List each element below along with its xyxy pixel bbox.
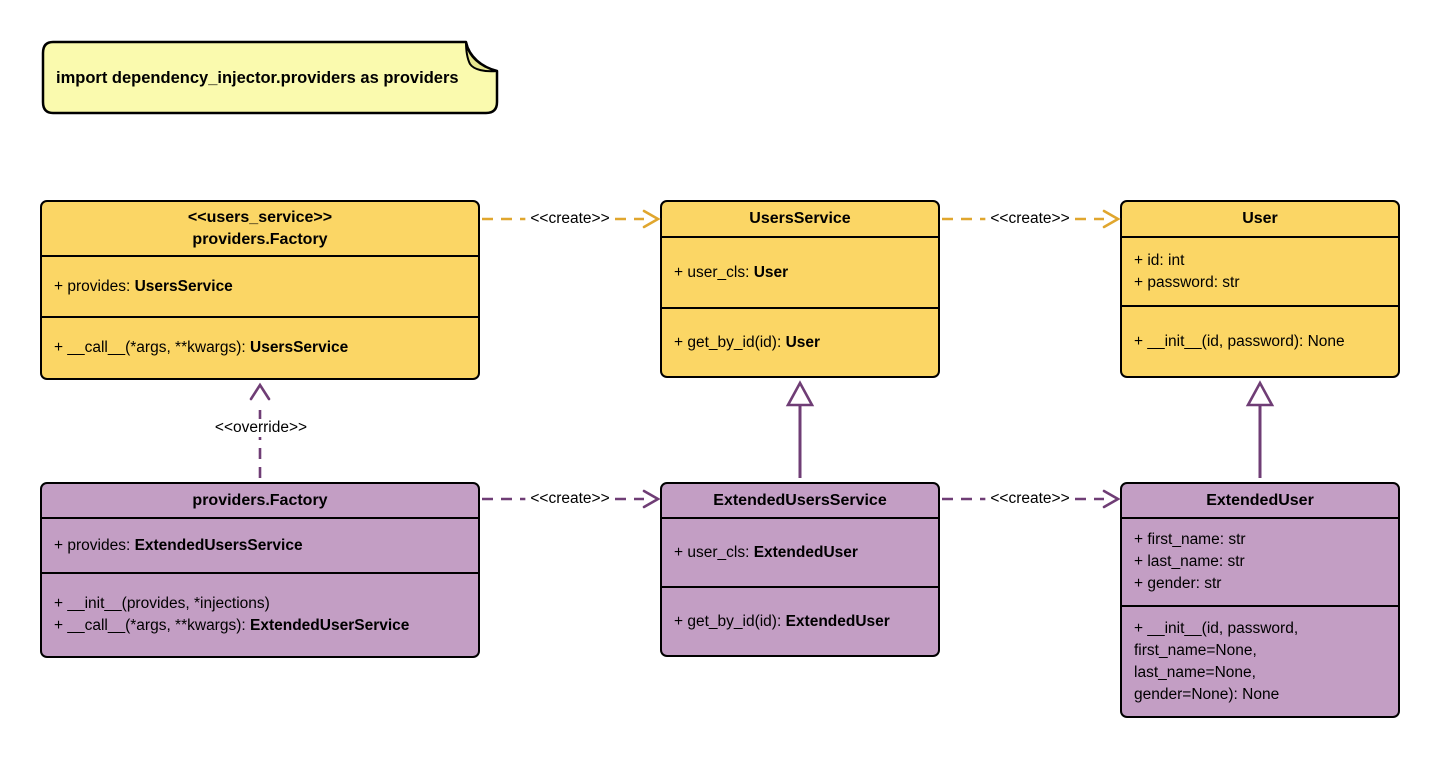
- class-header: <<users_service>> providers.Factory: [42, 202, 478, 257]
- method-line: + __init__(id, password): None: [1134, 331, 1388, 353]
- attribute-text: + user_cls:: [674, 263, 754, 281]
- attribute-line: + last_name: str: [1134, 551, 1388, 573]
- class-methods: + get_by_id(id): User: [662, 309, 938, 376]
- class-name: ExtendedUser: [1206, 491, 1314, 509]
- note-text: import dependency_injector.providers as …: [56, 68, 459, 87]
- attribute-line: + password: str: [1134, 272, 1388, 294]
- method-line: + get_by_id(id): ExtendedUser: [674, 611, 928, 633]
- method-text: + __init__(provides, *injections): [54, 595, 270, 612]
- class-header: providers.Factory: [42, 484, 478, 519]
- method-text: + __init__(id, password,: [1134, 619, 1299, 637]
- attribute-text: + provides:: [54, 536, 135, 554]
- note-shape: [41, 40, 499, 115]
- method-text: + __call__(*args, **kwargs):: [54, 339, 250, 356]
- attribute-text: + user_cls:: [674, 543, 754, 561]
- method-line: + __call__(*args, **kwargs): UsersServic…: [54, 337, 468, 359]
- attribute-line: + id: int: [1134, 250, 1388, 272]
- class-box-users-service-factory: <<users_service>> providers.Factory + pr…: [40, 200, 480, 380]
- attribute-text: + provides:: [54, 277, 135, 295]
- class-box-extended-user: ExtendedUser + first_name: str + last_na…: [1120, 482, 1400, 718]
- class-header: ExtendedUser: [1122, 484, 1398, 519]
- method-text: gender=None): None: [1134, 685, 1280, 703]
- method-line: + __init__(id, password,: [1134, 618, 1388, 640]
- attribute-text: + id: int: [1134, 251, 1185, 269]
- method-line: + __call__(*args, **kwargs): ExtendedUse…: [54, 615, 468, 637]
- class-stereotype: <<users_service>>: [187, 208, 333, 226]
- create-arrowhead-2-icon: [1102, 209, 1121, 229]
- attribute-line: + provides: UsersService: [54, 276, 468, 298]
- attribute-line: + gender: str: [1134, 573, 1388, 595]
- override-arrowhead-icon: [249, 382, 271, 401]
- class-header: ExtendedUsersService: [662, 484, 938, 519]
- class-name: ExtendedUsersService: [713, 491, 887, 509]
- method-text: last_name=None,: [1134, 663, 1256, 681]
- class-name: UsersService: [749, 210, 851, 227]
- create-label-2: <<create>>: [985, 210, 1075, 228]
- class-header: UsersService: [662, 202, 938, 238]
- attribute-text: + gender: str: [1134, 575, 1222, 592]
- class-box-extended-factory: providers.Factory + provides: ExtendedUs…: [40, 482, 480, 658]
- attribute-type: ExtendedUser: [753, 543, 858, 561]
- create-arrowhead-3-icon: [642, 489, 661, 509]
- method-text: first_name=None,: [1134, 641, 1257, 659]
- inheritance-triangle-2-icon: [1245, 380, 1275, 407]
- class-methods: + __init__(id, password, first_name=None…: [1122, 607, 1398, 716]
- method-line: + __init__(provides, *injections): [54, 593, 468, 615]
- inheritance-triangle-1-icon: [785, 380, 815, 407]
- class-name: User: [1242, 210, 1278, 227]
- method-text: + __call__(*args, **kwargs):: [54, 617, 250, 634]
- class-methods: + __call__(*args, **kwargs): UsersServic…: [42, 318, 478, 378]
- override-label: <<override>>: [209, 419, 313, 437]
- class-attributes: + provides: UsersService: [42, 257, 478, 318]
- attribute-line: + user_cls: ExtendedUser: [674, 542, 928, 564]
- method-type: UsersService: [250, 339, 349, 356]
- method-type: ExtendedUser: [785, 612, 890, 630]
- import-note: import dependency_injector.providers as …: [40, 40, 500, 116]
- method-text: + __init__(id, password): None: [1134, 332, 1345, 350]
- create-label-4: <<create>>: [985, 490, 1075, 508]
- class-attributes: + id: int + password: str: [1122, 238, 1398, 307]
- attribute-line: + provides: ExtendedUsersService: [54, 535, 468, 557]
- class-attributes: + provides: ExtendedUsersService: [42, 519, 478, 574]
- method-type: ExtendedUserService: [250, 617, 410, 634]
- attribute-type: ExtendedUsersService: [134, 536, 303, 554]
- class-attributes: + first_name: str + last_name: str + gen…: [1122, 519, 1398, 607]
- attribute-text: + password: str: [1134, 273, 1240, 291]
- attribute-line: + user_cls: User: [674, 262, 928, 284]
- class-name: providers.Factory: [192, 491, 328, 509]
- class-attributes: + user_cls: User: [662, 238, 938, 309]
- class-box-extended-users-service: ExtendedUsersService + user_cls: Extende…: [660, 482, 940, 657]
- method-line: + get_by_id(id): User: [674, 332, 928, 354]
- method-type: User: [785, 333, 821, 351]
- class-methods: + __init__(id, password): None: [1122, 307, 1398, 376]
- attribute-text: + last_name: str: [1134, 553, 1245, 570]
- attribute-line: + first_name: str: [1134, 529, 1388, 551]
- method-line: first_name=None,: [1134, 640, 1388, 662]
- class-attributes: + user_cls: ExtendedUser: [662, 519, 938, 588]
- class-box-user: User + id: int + password: str + __init_…: [1120, 200, 1400, 378]
- method-text: + get_by_id(id):: [674, 612, 786, 630]
- class-box-users-service: UsersService + user_cls: User + get_by_i…: [660, 200, 940, 378]
- class-header: User: [1122, 202, 1398, 238]
- note-fold-corner-icon: [465, 41, 498, 73]
- create-arrowhead-1-icon: [642, 209, 661, 229]
- class-name: providers.Factory: [192, 230, 328, 248]
- create-label-1: <<create>>: [525, 210, 615, 228]
- class-methods: + __init__(provides, *injections) + __ca…: [42, 574, 478, 656]
- attribute-type: User: [753, 263, 789, 281]
- method-line: last_name=None,: [1134, 662, 1388, 684]
- method-text: + get_by_id(id):: [674, 333, 786, 351]
- attribute-type: UsersService: [134, 277, 233, 295]
- attribute-text: + first_name: str: [1134, 531, 1246, 548]
- class-methods: + get_by_id(id): ExtendedUser: [662, 588, 938, 655]
- create-label-3: <<create>>: [525, 490, 615, 508]
- method-line: gender=None): None: [1134, 684, 1388, 706]
- create-arrowhead-4-icon: [1102, 489, 1121, 509]
